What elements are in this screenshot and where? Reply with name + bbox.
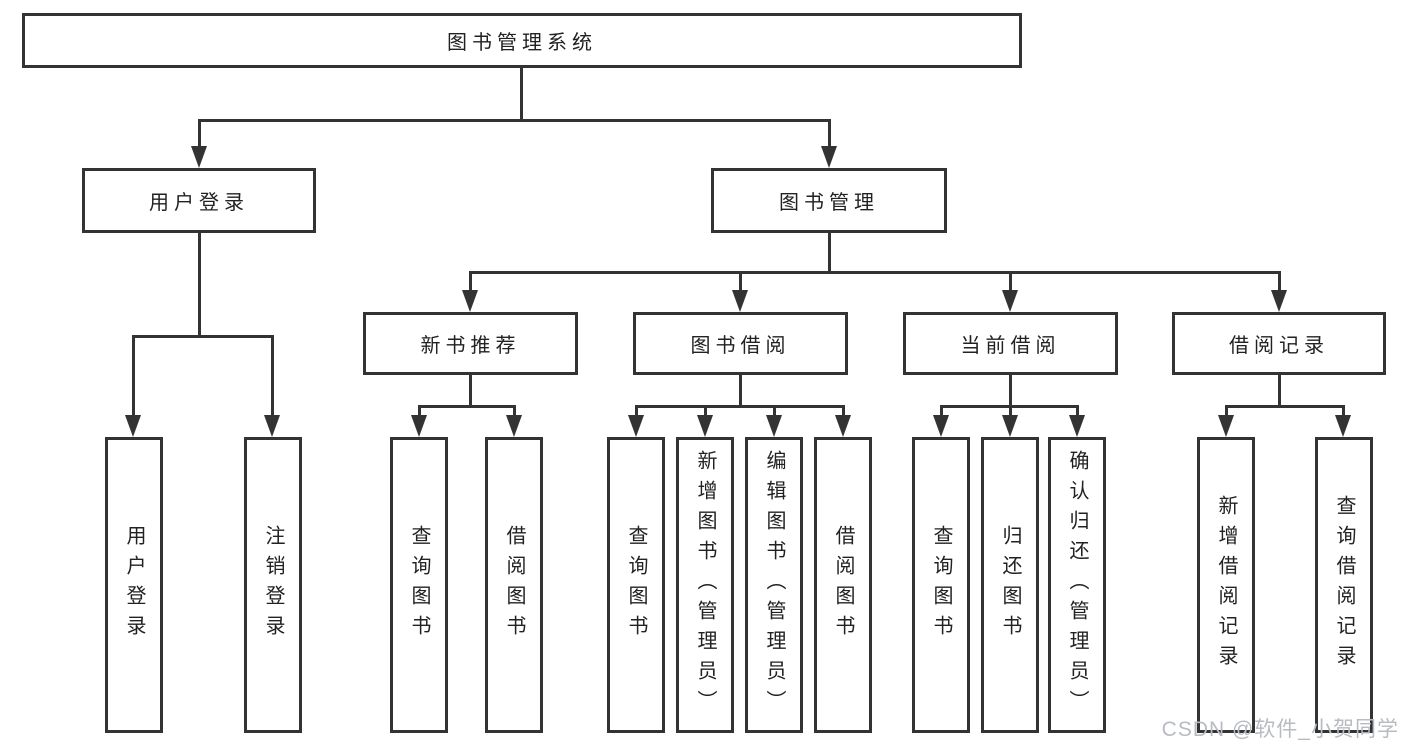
arrowhead-borrow-books-1 [506,415,522,437]
arrowhead-query-books-1 [411,415,427,437]
connector-borrow-drop-4 [842,405,845,417]
connector-root-drop-left [198,119,201,148]
arrowhead-leaf-logout [264,415,280,437]
leaf-borrow-books-1: 借阅图书 [485,437,543,733]
leaf-edit-book-admin-label: 编辑图书（管理员） [763,450,785,720]
node-current-borrow-label: 当前借阅 [960,335,1061,357]
node-borrow-records-label: 借阅记录 [1229,335,1329,357]
leaf-add-borrow-record: 新增借阅记录 [1197,437,1255,733]
connector-current-stem [1009,375,1012,407]
arrowhead-borrow-books-2 [835,415,851,437]
connector-current-drop-1 [940,405,943,417]
node-book-borrow: 图书借阅 [633,312,848,375]
arrowhead-current-borrow [1002,290,1018,312]
node-new-book-recommend-label: 新书推荐 [420,335,521,357]
leaf-borrow-books-1-label: 借阅图书 [503,525,525,645]
leaf-query-borrow-record-label: 查询借阅记录 [1333,495,1355,675]
arrowhead-leaf-user-login [125,415,141,437]
connector-userlogin-drop-1 [132,335,135,417]
arrowhead-add-borrow-record [1218,415,1234,437]
arrowhead-user-login [191,146,207,168]
leaf-add-book-admin-label: 新增图书（管理员） [694,450,716,720]
leaf-query-books-2: 查询图书 [607,437,665,733]
leaf-user-login-label: 用户登录 [123,525,145,645]
connector-borrow-drop-2 [704,405,707,417]
watermark: CSDN @软件_小贺同学 [1161,718,1399,741]
connector-bookmgmt-drop-2 [739,271,742,291]
connector-recommend-drop-1 [418,405,421,417]
arrowhead-book-management [821,146,837,168]
arrowhead-query-books-3 [933,415,949,437]
arrowhead-add-book-admin [697,415,713,437]
connector-records-bar [1225,405,1345,408]
connector-borrow-drop-3 [773,405,776,417]
arrowhead-book-borrow [732,290,748,312]
arrowhead-new-book-recommend [462,290,478,312]
connector-userlogin-stem [198,233,201,337]
leaf-confirm-return-admin-label: 确认归还（管理员） [1066,450,1088,720]
node-book-borrow-label: 图书借阅 [690,335,791,357]
node-new-book-recommend: 新书推荐 [363,312,578,375]
leaf-add-book-admin: 新增图书（管理员） [676,437,734,733]
connector-userlogin-drop-2 [271,335,274,417]
connector-root-drop-right [828,119,831,148]
leaf-query-books-1-label: 查询图书 [408,525,430,645]
node-current-borrow: 当前借阅 [903,312,1118,375]
connector-current-drop-3 [1076,405,1079,417]
leaf-logout-label: 注销登录 [262,525,284,645]
connector-recommend-bar [418,405,516,408]
leaf-query-books-3: 查询图书 [912,437,970,733]
connector-records-stem [1278,375,1281,407]
connector-bookmgmt-drop-1 [469,271,472,291]
connector-bookmgmt-stem [828,233,831,273]
leaf-logout: 注销登录 [244,437,302,733]
leaf-query-books-1: 查询图书 [390,437,448,733]
connector-borrow-stem [739,375,742,407]
connector-current-drop-2 [1009,405,1012,417]
node-user-login-label: 用户登录 [149,192,249,214]
connector-recommend-stem [469,375,472,407]
leaf-edit-book-admin: 编辑图书（管理员） [745,437,803,733]
connector-userlogin-bar [132,335,274,338]
node-book-management: 图书管理 [711,168,947,233]
arrowhead-borrow-records [1271,290,1287,312]
connector-records-drop-2 [1342,405,1345,417]
connector-recommend-drop-2 [513,405,516,417]
leaf-confirm-return-admin: 确认归还（管理员） [1048,437,1106,733]
leaf-return-book-label: 归还图书 [999,525,1021,645]
arrowhead-return-book [1002,415,1018,437]
connector-bookmgmt-drop-3 [1009,271,1012,291]
connector-root-bar [198,119,831,122]
node-book-management-label: 图书管理 [779,192,879,214]
connector-borrow-drop-1 [635,405,638,417]
leaf-user-login: 用户登录 [105,437,163,733]
arrowhead-confirm-return-admin [1069,415,1085,437]
arrowhead-query-borrow-record [1335,415,1351,437]
leaf-query-borrow-record: 查询借阅记录 [1315,437,1373,733]
leaf-query-books-3-label: 查询图书 [930,525,952,645]
leaf-query-books-2-label: 查询图书 [625,525,647,645]
connector-bookmgmt-bar [469,271,1281,274]
node-root-label: 图书管理系统 [447,32,597,54]
leaf-borrow-books-2-label: 借阅图书 [832,525,854,645]
node-borrow-records: 借阅记录 [1172,312,1386,375]
leaf-borrow-books-2: 借阅图书 [814,437,872,733]
leaf-add-borrow-record-label: 新增借阅记录 [1215,495,1237,675]
arrowhead-edit-book-admin [766,415,782,437]
connector-borrow-bar [635,405,845,408]
connector-records-drop-1 [1225,405,1228,417]
connector-bookmgmt-drop-4 [1278,271,1281,291]
node-user-login: 用户登录 [82,168,316,233]
arrowhead-query-books-2 [628,415,644,437]
node-root: 图书管理系统 [22,13,1022,68]
connector-root-stem [520,68,523,122]
leaf-return-book: 归还图书 [981,437,1039,733]
